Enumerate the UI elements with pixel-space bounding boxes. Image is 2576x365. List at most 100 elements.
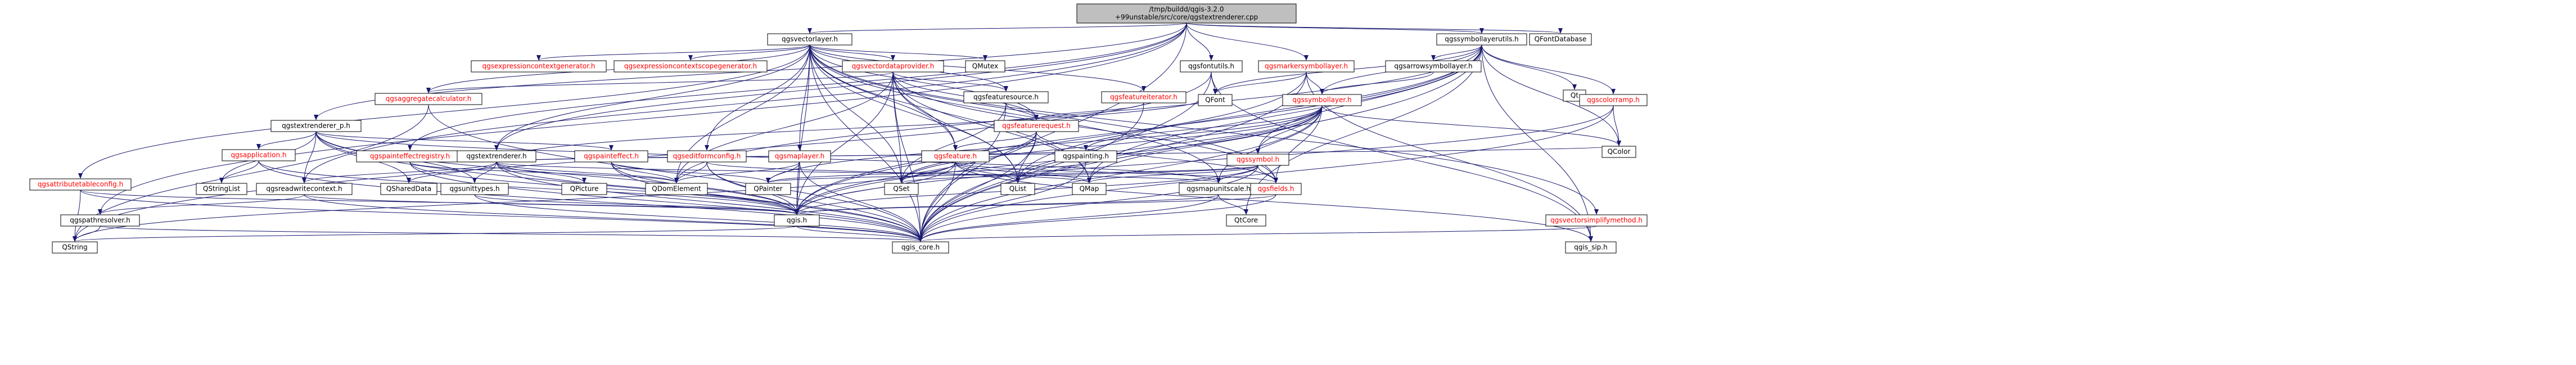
node-painteffect[interactable]: qgspainteffect.h	[574, 150, 648, 163]
node-featurerequest[interactable]: qgsfeaturerequest.h	[994, 120, 1079, 132]
node-box-exprctxgen	[471, 60, 607, 73]
node-box-qlist	[1000, 183, 1035, 195]
node-box-symbollayerutils	[1436, 33, 1527, 46]
node-vectordataprovider[interactable]: qgsvectordataprovider.h	[842, 60, 944, 73]
node-qgissip[interactable]: qgis_sip.h	[1565, 241, 1617, 254]
node-aggregatecalc[interactable]: qgsaggregatecalculator.h	[375, 93, 482, 105]
node-fields[interactable]: qgsfields.h	[1250, 183, 1302, 195]
node-box-qset	[884, 183, 919, 195]
node-box-feature	[921, 150, 990, 163]
node-symbollayerutils[interactable]: qgssymbollayerutils.h	[1436, 33, 1527, 46]
edge-readwritecontext-to-qgis	[304, 194, 799, 215]
node-label-symbollayer: qgssymbollayer.h	[1292, 96, 1351, 104]
node-textrenderer_p[interactable]: qgstextrenderer_p.h	[270, 120, 362, 132]
node-qgis[interactable]: qgis.h	[774, 214, 820, 227]
edge-vectordataprovider-to-qgis	[795, 71, 894, 215]
edge-painteffectregistry-to-qgiscore	[409, 161, 923, 242]
edge-maplayer-to-qgiscore	[799, 161, 923, 242]
edge-root-to-markersymbollayer	[1186, 22, 1309, 61]
node-label-fontdatabase: QFontDatabase	[1535, 35, 1587, 43]
node-label-textrenderer_p: qgstextrenderer_p.h	[282, 122, 350, 130]
node-box-textrenderer	[457, 150, 536, 163]
node-pathresolver[interactable]: qgspathresolver.h	[60, 214, 140, 227]
edge-painteffect-to-qpainter	[611, 161, 770, 183]
node-box-aggregatecalc	[375, 93, 482, 105]
node-arrowsymbollayer[interactable]: qgsarrowsymbollayer.h	[1385, 60, 1482, 73]
node-label-qstring: QString	[62, 244, 87, 251]
node-label-application: qgsapplication.h	[231, 151, 286, 159]
node-qmutex: QMutex	[965, 60, 1005, 73]
node-symbol[interactable]: qgssymbol.h	[1226, 154, 1289, 166]
edge-readwritecontext-to-pathresolver	[98, 194, 305, 215]
node-vectorlayer[interactable]: qgsvectorlayer.h	[767, 33, 852, 46]
node-qfont: QFont	[1198, 94, 1233, 106]
node-label-editformconfig: qgseditformconfig.h	[673, 152, 741, 160]
edge-painting-to-qgiscore	[918, 161, 1086, 242]
node-label-fontutils: qgsfontutils.h	[1188, 62, 1234, 70]
node-label-qgissip: qgis_sip.h	[1574, 244, 1607, 251]
node-exprscopegen[interactable]: qgsexpressioncontextscopegenerator.h	[613, 60, 768, 73]
edge-markersymbollayer-to-qfont	[1213, 71, 1307, 94]
node-attrtableconfig[interactable]: qgsattributetableconfig.h	[29, 178, 132, 191]
edge-textrenderer_p-to-readwritecontext	[302, 131, 317, 183]
node-label-symbollayerutils: qgssymbollayerutils.h	[1445, 35, 1519, 43]
edge-vectordataprovider-to-aggregatecalc	[426, 71, 894, 93]
node-box-symbollayer	[1282, 94, 1362, 106]
node-label-exprctxgen: qgsexpressioncontextgenerator.h	[482, 62, 595, 70]
node-label-attrtableconfig: qgsattributetableconfig.h	[38, 181, 123, 188]
edge-symbol-to-mapunitscale	[1216, 165, 1258, 183]
node-feature[interactable]: qgsfeature.h	[921, 150, 990, 163]
node-maplayer[interactable]: qgsmaplayer.h	[768, 150, 831, 163]
edge-feature-to-qmap	[955, 161, 1091, 183]
node-label-symbol: qgssymbol.h	[1237, 156, 1279, 164]
edge-fontutils-to-qgissip	[1211, 71, 1593, 242]
node-application[interactable]: qgsapplication.h	[222, 149, 296, 161]
node-qshareddata: QSharedData	[380, 183, 437, 195]
node-label-exprscopegen: qgsexpressioncontextscopegenerator.h	[624, 62, 757, 70]
node-exprctxgen[interactable]: qgsexpressioncontextgenerator.h	[471, 60, 607, 73]
node-unittypes[interactable]: qgsunittypes.h	[440, 183, 509, 195]
edge-vectorlayer-to-qset	[809, 44, 904, 183]
edge-colorramp-to-qgis	[795, 105, 1614, 215]
edge-markersymbollayer-to-qgis	[795, 71, 1307, 215]
edge-root-to-pathresolver	[98, 22, 1187, 215]
node-mapunitscale[interactable]: qgsmapunitscale.h	[1179, 183, 1258, 195]
node-label-arrowsymbollayer: qgsarrowsymbollayer.h	[1394, 62, 1472, 70]
edge-mapunitscale-to-qgiscore	[918, 194, 1219, 242]
node-label-vectordataprovider: qgsvectordataprovider.h	[852, 62, 935, 70]
edge-textrenderer_p-to-mapunitscale	[315, 131, 1221, 183]
node-label-readwritecontext: qgsreadwritecontext.h	[266, 185, 342, 193]
edge-symbollayer-to-painting	[1084, 105, 1323, 151]
node-vectorsimplify[interactable]: qgsvectorsimplifymethod.h	[1545, 214, 1648, 227]
edge-feature-to-qlist	[955, 161, 1020, 183]
node-box-application	[222, 149, 296, 161]
edge-vectorlayer-to-qgis	[795, 44, 810, 215]
edge-vectordataprovider-to-qdomelement	[674, 71, 894, 183]
edge-painteffect-to-qgiscore	[611, 161, 923, 242]
dependency-nodes: /tmp/buildd/qgis-3.2.0+99unstable/src/co…	[29, 3, 1648, 254]
edge-symbol-to-qmap	[1087, 165, 1258, 183]
edge-symbol-to-fields	[1257, 165, 1278, 183]
edge-vectorlayer-to-mapunitscale	[809, 44, 1221, 183]
edge-featurerequest-to-feature	[953, 131, 1037, 151]
edge-vectorlayer-to-featurerequest	[809, 44, 1039, 120]
node-readwritecontext[interactable]: qgsreadwritecontext.h	[256, 183, 353, 195]
node-markersymbollayer[interactable]: qgsmarkersymbollayer.h	[1258, 60, 1355, 73]
edge-symbollayer-to-qgiscore	[918, 105, 1323, 242]
node-textrenderer[interactable]: qgstextrenderer.h	[457, 150, 536, 163]
node-label-qfont: QFont	[1205, 96, 1225, 104]
edge-application-to-qgiscore	[258, 160, 923, 242]
node-fontutils[interactable]: qgsfontutils.h	[1180, 60, 1243, 73]
node-symbollayer[interactable]: qgssymbollayer.h	[1282, 94, 1362, 106]
node-label-feature: qgsfeature.h	[934, 152, 977, 160]
node-featureiterator[interactable]: qgsfeatureiterator.h	[1101, 91, 1187, 103]
node-box-qcolor	[1601, 146, 1636, 158]
node-qgiscore[interactable]: qgis_core.h	[892, 241, 949, 254]
node-editformconfig[interactable]: qgseditformconfig.h	[667, 150, 747, 163]
node-painting[interactable]: qgspainting.h	[1054, 150, 1117, 163]
node-root[interactable]: /tmp/buildd/qgis-3.2.0+99unstable/src/co…	[1076, 3, 1297, 24]
node-painteffectregistry[interactable]: qgspainteffectregistry.h	[356, 150, 464, 163]
node-featuresource[interactable]: qgsfeaturesource.h	[963, 91, 1049, 103]
node-colorramp[interactable]: qgscolorramp.h	[1579, 94, 1648, 106]
node-label-qpicture: QPicture	[570, 185, 599, 193]
